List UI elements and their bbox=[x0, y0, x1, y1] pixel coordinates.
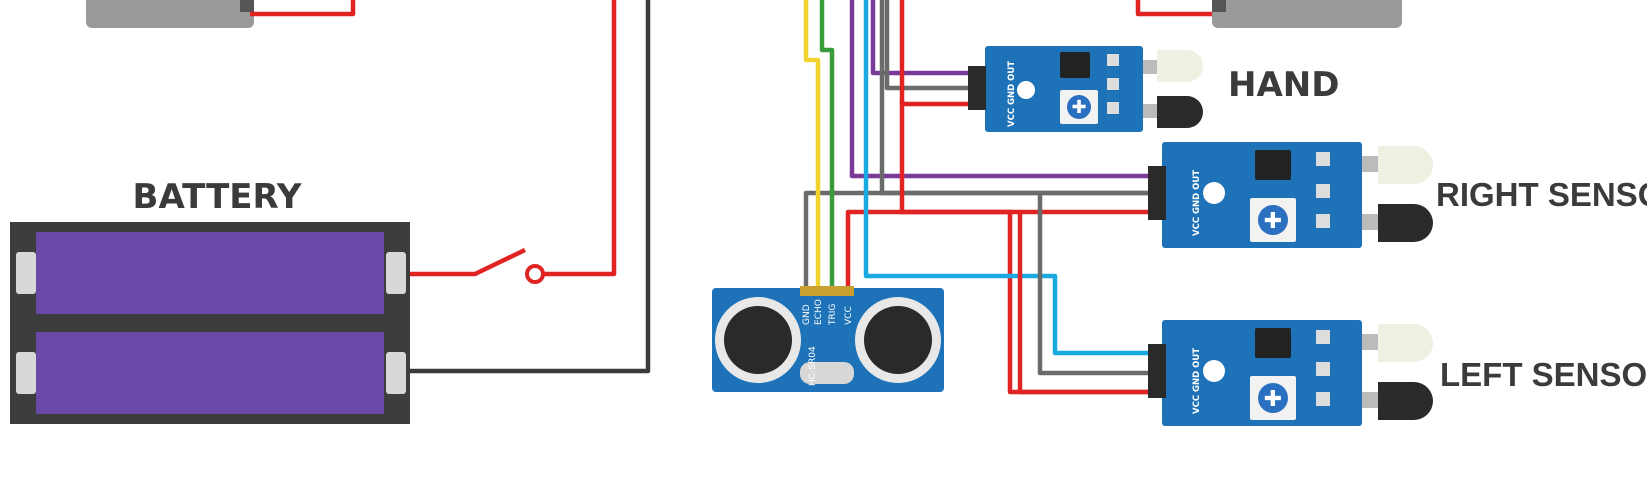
ir-hand-pin-label: VCC GND OUT bbox=[1007, 61, 1017, 127]
wire-right-vcc bbox=[899, 100, 1168, 215]
ir-left-adjust-icon: ✚ bbox=[1264, 387, 1282, 412]
wire-hand-gnd bbox=[884, 0, 985, 91]
ultrasonic-sensor: GND ECHO TRIG VCC HC-SR04 bbox=[712, 286, 944, 392]
ir-right-adjust-icon: ✚ bbox=[1264, 209, 1282, 234]
wire-left-out bbox=[863, 0, 1168, 356]
ir-sensor-left: VCC GND OUT ✚ bbox=[1148, 320, 1433, 426]
wire-ultrasonic-trig bbox=[819, 0, 835, 292]
ir-left-pin-label: VCC GND OUT bbox=[1192, 348, 1202, 414]
wires bbox=[250, 0, 1212, 395]
ir-sensor-hand: VCC GND OUT ✚ bbox=[968, 46, 1203, 132]
right-motor bbox=[1212, 0, 1402, 28]
wire-right-out bbox=[849, 0, 1168, 179]
battery-label: BATTERY bbox=[133, 177, 302, 217]
hand-label: HAND bbox=[1228, 65, 1339, 105]
ultrasonic-pin-vcc: VCC bbox=[844, 306, 854, 325]
wire-left-gnd bbox=[1037, 193, 1168, 376]
ultrasonic-pin-trig: TRIG bbox=[828, 304, 838, 326]
battery-pack bbox=[10, 222, 410, 424]
ir-sensor-right: VCC GND OUT ✚ bbox=[1148, 142, 1433, 248]
ultrasonic-pin-gnd: GND bbox=[802, 304, 812, 325]
wire-ultrasonic-echo bbox=[803, 0, 821, 292]
wire-hand-out bbox=[870, 0, 985, 76]
ir-right-pin-label: VCC GND OUT bbox=[1192, 170, 1202, 236]
left-motor bbox=[86, 0, 254, 28]
right-sensor-label: RIGHT SENSOR bbox=[1436, 176, 1647, 213]
left-sensor-label: LEFT SENSOR bbox=[1440, 356, 1647, 393]
wire-right-motor-red bbox=[1135, 0, 1212, 17]
wire-switch-to-controller bbox=[540, 0, 617, 277]
wire-right-gnd bbox=[879, 0, 1168, 196]
wire-left-motor-red bbox=[250, 0, 356, 17]
wire-battery-negative bbox=[410, 0, 651, 374]
ultrasonic-model: HC-SR04 bbox=[808, 346, 818, 386]
ultrasonic-pin-echo: ECHO bbox=[814, 299, 824, 325]
ir-hand-adjust-icon: ✚ bbox=[1071, 97, 1086, 118]
power-switch[interactable] bbox=[525, 264, 545, 284]
wire-battery-positive bbox=[410, 247, 526, 277]
wire-left-vcc bbox=[1017, 212, 1168, 395]
